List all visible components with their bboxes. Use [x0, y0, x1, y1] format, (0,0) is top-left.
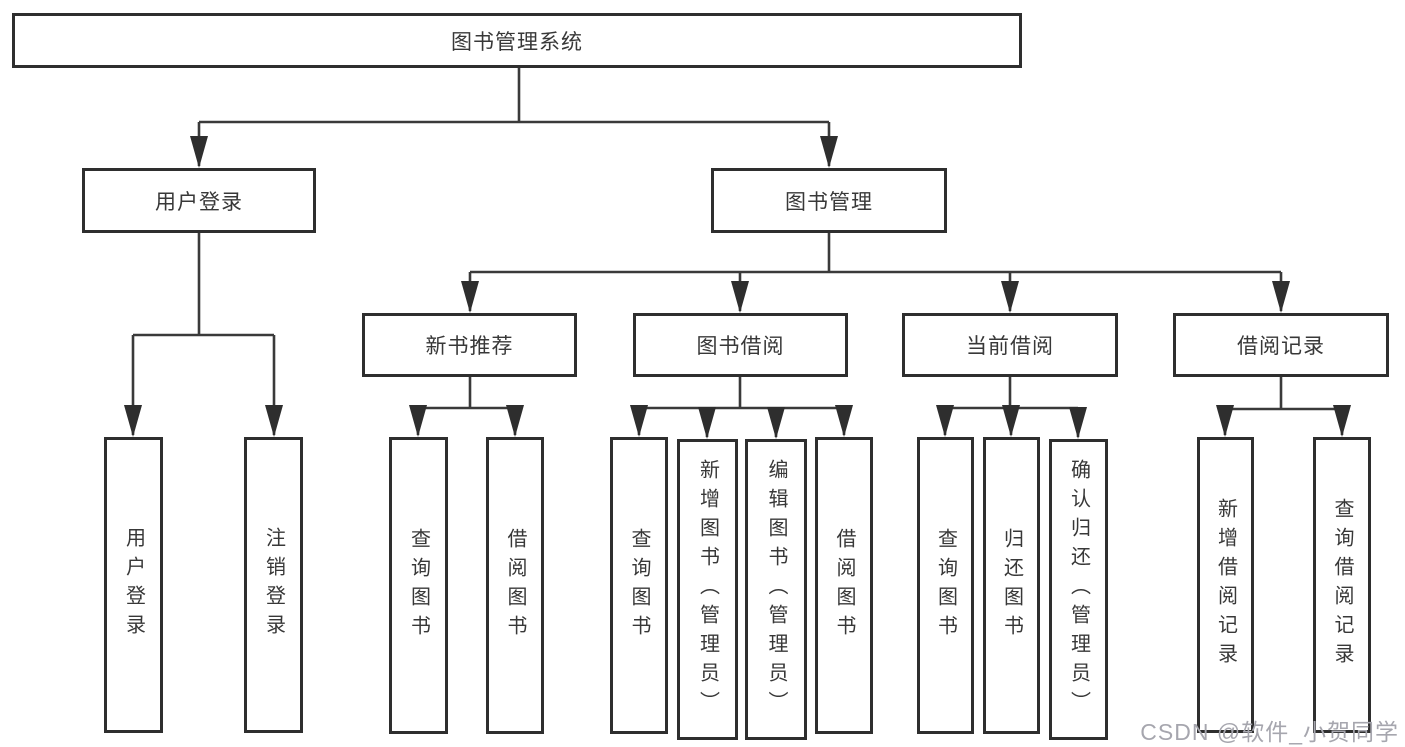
arrowhead [820, 136, 838, 168]
leaf-add-book-admin: 新增图书（管理员） [677, 439, 738, 740]
leaf-query-books-3: 查询图书 [917, 437, 974, 734]
arrowhead [1216, 405, 1234, 437]
leaf-query-books-2: 查询图书 [610, 437, 668, 734]
arrowhead [1069, 407, 1087, 439]
connector-manage-to-modules [468, 233, 1283, 311]
leaf-edit-book-admin: 编辑图书（管理员） [745, 439, 807, 740]
connector-login-to-leaves [131, 233, 276, 435]
arrowhead [698, 407, 716, 439]
leaf-logout: 注销登录 [244, 437, 303, 733]
arrowhead [767, 407, 785, 439]
connector-borrow-to-leaves [637, 377, 846, 437]
arrowhead [506, 405, 524, 437]
arrowhead [1002, 405, 1020, 437]
watermark: CSDN @软件_小贺同学 [1140, 719, 1399, 745]
node-user-login: 用户登录 [82, 168, 316, 233]
arrowhead [1001, 281, 1019, 313]
connector-root-to-level2 [197, 66, 831, 166]
node-root: 图书管理系统 [12, 13, 1022, 68]
arrowhead [1333, 405, 1351, 437]
arrowhead [1272, 281, 1290, 313]
leaf-query-borrow-record: 查询借阅记录 [1313, 437, 1371, 733]
node-book-borrow: 图书借阅 [633, 313, 848, 377]
leaf-add-borrow-record: 新增借阅记录 [1197, 437, 1254, 733]
arrowhead [124, 405, 142, 437]
leaf-borrow-books-1: 借阅图书 [486, 437, 544, 734]
arrowheads [124, 136, 1351, 439]
arrowhead [630, 405, 648, 437]
leaf-borrow-books-2: 借阅图书 [815, 437, 873, 734]
node-current-borrow: 当前借阅 [902, 313, 1118, 377]
leaf-confirm-return-admin: 确认归还（管理员） [1049, 439, 1108, 740]
node-borrow-records: 借阅记录 [1173, 313, 1389, 377]
connector-records-to-leaves [1223, 377, 1344, 435]
arrowhead [190, 136, 208, 168]
arrowhead [461, 281, 479, 313]
arrowhead [409, 405, 427, 437]
arrowhead [936, 405, 954, 437]
arrowhead [731, 281, 749, 313]
node-new-book-recommend: 新书推荐 [362, 313, 577, 377]
leaf-user-login: 用户登录 [104, 437, 163, 733]
arrowhead [265, 405, 283, 437]
connector-newbook-to-leaves [416, 377, 517, 435]
arrowhead [835, 405, 853, 437]
leaf-return-book: 归还图书 [983, 437, 1040, 734]
node-book-manage: 图书管理 [711, 168, 947, 233]
leaf-query-books-1: 查询图书 [389, 437, 448, 734]
